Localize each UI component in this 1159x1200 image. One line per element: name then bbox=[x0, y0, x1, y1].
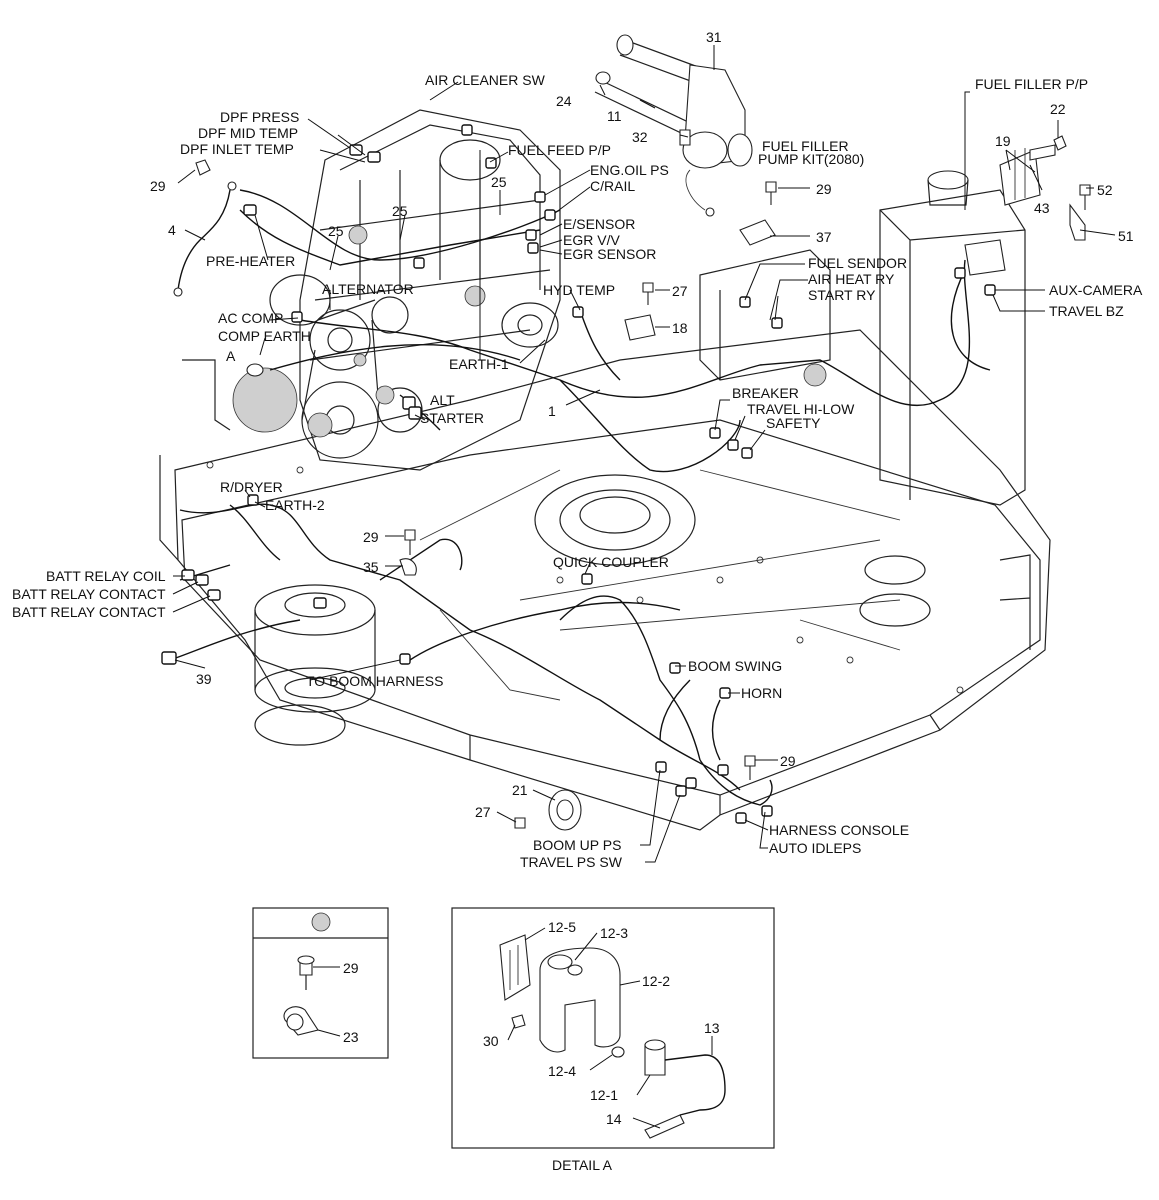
label-comp-earth: COMP EARTH bbox=[218, 328, 311, 344]
label-air-heat-ry: AIR HEAT RY bbox=[808, 271, 895, 287]
label-part-43: 43 bbox=[1034, 200, 1050, 216]
inset-clamp-box bbox=[252, 907, 389, 1059]
label-part-22: 22 bbox=[1050, 101, 1066, 117]
label-boom-swing: BOOM SWING bbox=[688, 658, 782, 674]
label-part-27-top: 27 bbox=[672, 283, 688, 299]
label-travel-hi-low: TRAVEL HI-LOW bbox=[747, 401, 855, 417]
label-part-25-c: 25 bbox=[328, 223, 344, 239]
label-alternator: ALTERNATOR bbox=[322, 281, 414, 297]
label-part-1: 1 bbox=[548, 403, 556, 419]
label-part-25-a: 25 bbox=[491, 174, 507, 190]
label-breaker: BREAKER bbox=[732, 385, 799, 401]
label-detail-12-4: 12-4 bbox=[548, 1063, 576, 1079]
label-fuel-filler-pump-kit-1: FUEL FILLER bbox=[762, 138, 849, 154]
label-start-ry: START RY bbox=[808, 287, 876, 303]
label-part-25-b: 25 bbox=[392, 203, 408, 219]
label-detail-a-caption: DETAIL A bbox=[552, 1157, 613, 1173]
label-horn: HORN bbox=[741, 685, 782, 701]
label-travel-ps-sw: TRAVEL PS SW bbox=[520, 854, 623, 870]
label-earth-2: EARTH-2 bbox=[265, 497, 325, 513]
label-part-27-bottom: 27 bbox=[475, 804, 491, 820]
label-part-18: 18 bbox=[672, 320, 688, 336]
label-part-11: 11 bbox=[607, 108, 622, 124]
label-batt-relay-coil: BATT RELAY COIL bbox=[46, 568, 166, 584]
detail-a-box bbox=[451, 907, 775, 1149]
label-travel-bz: TRAVEL BZ bbox=[1049, 303, 1124, 319]
upper-frame bbox=[159, 170, 1051, 831]
label-harness-console: HARNESS CONSOLE bbox=[769, 822, 909, 838]
label-to-boom-harness: TO BOOM HARNESS bbox=[306, 673, 443, 689]
label-batt-relay-contact-1: BATT RELAY CONTACT bbox=[12, 586, 166, 602]
bracket-parts bbox=[399, 144, 1086, 576]
label-detail-marker-a: A bbox=[226, 348, 236, 364]
fuel-filler-pump-kit bbox=[594, 34, 753, 217]
label-quick-coupler: QUICK COUPLER bbox=[553, 554, 669, 570]
label-c-rail: C/RAIL bbox=[590, 178, 635, 194]
label-part-19: 19 bbox=[995, 133, 1011, 149]
engine-assembly bbox=[232, 109, 827, 471]
horn-part-21 bbox=[548, 789, 582, 831]
detail-a-marker bbox=[246, 363, 264, 377]
label-boom-up-ps: BOOM UP PS bbox=[533, 837, 621, 853]
label-part-4: 4 bbox=[168, 222, 176, 238]
label-part-29-right: 29 bbox=[780, 753, 796, 769]
label-detail-12-2: 12-2 bbox=[642, 973, 670, 989]
label-part-21: 21 bbox=[512, 782, 528, 798]
part-labels: 31 24 11 32 FUEL FILLER PUMP KIT(2080) 2… bbox=[12, 29, 1143, 1173]
label-fuel-filler-pp: FUEL FILLER P/P bbox=[975, 76, 1088, 92]
label-eng-oil-ps: ENG.OIL PS bbox=[590, 162, 669, 178]
label-dpf-press: DPF PRESS bbox=[220, 109, 299, 125]
label-part-39: 39 bbox=[196, 671, 212, 687]
label-part-29-top: 29 bbox=[816, 181, 832, 197]
ground-cable-part-4 bbox=[177, 189, 231, 291]
label-part-31: 31 bbox=[706, 29, 722, 45]
bolt-icons bbox=[195, 135, 1091, 829]
label-air-cleaner-sw: AIR CLEANER SW bbox=[425, 72, 546, 88]
label-egr-sensor: EGR SENSOR bbox=[563, 246, 656, 262]
label-inset-part-29: 29 bbox=[343, 960, 359, 976]
label-part-37: 37 bbox=[816, 229, 832, 245]
label-ac-comp: AC COMP bbox=[218, 310, 283, 326]
label-aux-camera: AUX-CAMERA bbox=[1049, 282, 1143, 298]
label-detail-12-5: 12-5 bbox=[548, 919, 576, 935]
label-fuel-sendor: FUEL SENDOR bbox=[808, 255, 907, 271]
label-batt-relay-contact-2: BATT RELAY CONTACT bbox=[12, 604, 166, 620]
label-detail-14: 14 bbox=[606, 1111, 622, 1127]
label-inset-part-23: 23 bbox=[343, 1029, 359, 1045]
label-alt: ALT bbox=[430, 392, 455, 408]
label-detail-30: 30 bbox=[483, 1033, 499, 1049]
label-e-sensor: E/SENSOR bbox=[563, 216, 635, 232]
label-part-51: 51 bbox=[1118, 228, 1134, 244]
label-auto-idleps: AUTO IDLEPS bbox=[769, 840, 861, 856]
label-part-29-left: 29 bbox=[150, 178, 166, 194]
label-part-32: 32 bbox=[632, 129, 648, 145]
label-detail-13: 13 bbox=[704, 1020, 720, 1036]
label-pre-heater: PRE-HEATER bbox=[206, 253, 295, 269]
label-detail-12-3: 12-3 bbox=[600, 925, 628, 941]
label-detail-12-1: 12-1 bbox=[590, 1087, 618, 1103]
label-part-35: 35 bbox=[363, 559, 379, 575]
label-dpf-mid-temp: DPF MID TEMP bbox=[198, 125, 298, 141]
label-fuel-feed-pp: FUEL FEED P/P bbox=[508, 142, 611, 158]
label-part-52: 52 bbox=[1097, 182, 1113, 198]
label-part-29-mid: 29 bbox=[363, 529, 379, 545]
label-r-dryer: R/DRYER bbox=[220, 479, 283, 495]
label-egr-vv: EGR V/V bbox=[563, 232, 620, 248]
label-fuel-filler-pump-kit-2: PUMP KIT(2080) bbox=[758, 151, 864, 167]
leader-lines bbox=[172, 45, 1116, 863]
label-dpf-inlet-temp: DPF INLET TEMP bbox=[180, 141, 294, 157]
label-part-24: 24 bbox=[556, 93, 572, 109]
label-earth-1: EARTH-1 bbox=[449, 356, 509, 372]
label-safety: SAFETY bbox=[766, 415, 821, 431]
label-hyd-temp: HYD TEMP bbox=[543, 282, 615, 298]
label-starter: STARTER bbox=[420, 410, 484, 426]
